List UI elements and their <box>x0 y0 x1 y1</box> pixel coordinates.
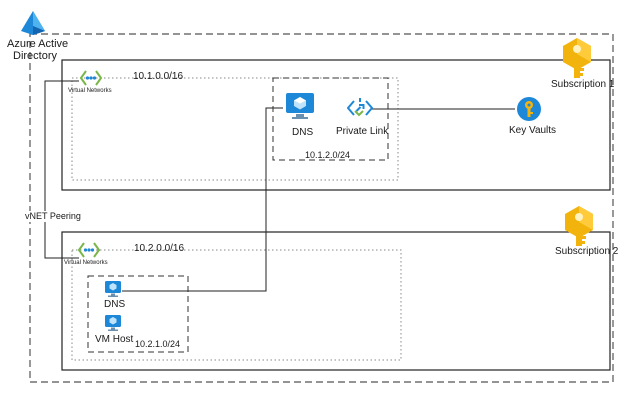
subscription2-label: Subscription 2 <box>555 246 619 257</box>
dns-icon <box>104 280 122 298</box>
vm-icon <box>104 314 122 332</box>
subscription2-vnet-icon-label: Virtual Networks <box>64 260 108 266</box>
subscription1-dns-label: DNS <box>292 127 314 138</box>
vnet-icon <box>79 69 103 87</box>
key-icon <box>562 38 592 80</box>
subscription1-box <box>61 59 611 191</box>
subscription1-subnet-box <box>272 77 389 161</box>
subscription2-subnet-cidr: 10.2.1.0/24 <box>135 339 181 349</box>
dns-icon <box>285 92 315 120</box>
subscription2-dns-label: DNS <box>104 299 126 310</box>
tenant-boundary <box>29 33 614 383</box>
subscription2-vnet-cidr: 10.2.0.0/16 <box>134 243 185 254</box>
subscription1-vnet-cidr: 10.1.0.0/16 <box>133 71 184 82</box>
subscription1-vnet-box <box>71 77 399 181</box>
subscription2-vm-host-label: VM Host <box>95 334 134 345</box>
subscription1-subnet-cidr: 10.1.2.0/24 <box>305 150 351 160</box>
vnet-icon <box>77 241 101 259</box>
subscription1-vnet-icon-label: Virtual Networks <box>68 88 112 94</box>
subscription2-box <box>61 231 611 371</box>
subscription2-subnet-box <box>87 275 189 353</box>
subscription1-private-link-label: Private Link <box>336 126 389 137</box>
subscription2-vnet-box <box>71 249 402 361</box>
azure-ad-icon <box>20 10 46 36</box>
dns-link-line <box>122 107 283 292</box>
subscription1-key-vaults-label: Key Vaults <box>509 125 557 136</box>
subscription1-label: Subscription 1 <box>551 79 615 90</box>
key-vault-icon <box>516 96 542 122</box>
private-link-icon <box>346 95 374 121</box>
vnet-peering-label: vNET Peering <box>23 211 83 222</box>
tenant-label-line2: Directory <box>13 50 58 62</box>
key-icon <box>564 206 594 248</box>
tenant-label-line1: Azure Active <box>7 38 69 50</box>
vnet-peering-line <box>44 80 79 259</box>
